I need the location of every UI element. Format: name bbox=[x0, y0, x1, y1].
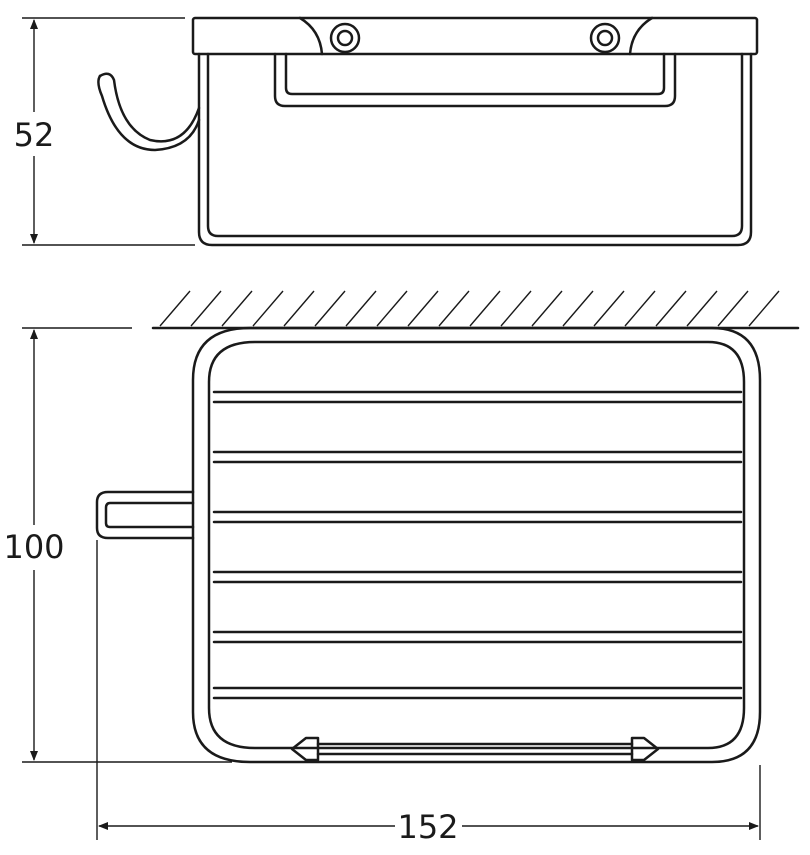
hatch-line bbox=[717, 290, 749, 327]
mounting-plate bbox=[191, 16, 759, 56]
hatch-line bbox=[376, 290, 408, 327]
plate-cutout-right bbox=[628, 16, 654, 56]
hook-top bbox=[95, 490, 195, 540]
screw-icon bbox=[589, 22, 621, 54]
dimension-height-label: 52 bbox=[14, 116, 55, 154]
plate-cutout-left bbox=[298, 16, 324, 56]
hatch-line bbox=[593, 290, 625, 327]
hatch-line bbox=[469, 290, 501, 327]
side-view bbox=[97, 16, 759, 247]
hook-top-inner bbox=[104, 501, 195, 529]
hatch-line bbox=[655, 290, 687, 327]
hook bbox=[98, 72, 201, 143]
inner-frame-inner bbox=[284, 52, 666, 96]
screw-icon bbox=[329, 22, 361, 54]
hatch-line bbox=[500, 290, 532, 327]
frame-outer bbox=[191, 326, 762, 764]
frame-inner bbox=[207, 340, 746, 750]
slats bbox=[212, 390, 743, 700]
hatch-line bbox=[283, 290, 315, 327]
top-view bbox=[95, 290, 800, 764]
dimension-width: 152 bbox=[96, 540, 761, 846]
hatch-line bbox=[686, 290, 718, 327]
dimension-height: 52 bbox=[14, 17, 195, 246]
basket-body-inner bbox=[206, 52, 744, 238]
hatch-line bbox=[190, 290, 222, 327]
dimension-width-label: 152 bbox=[397, 808, 458, 846]
hatch-line bbox=[314, 290, 346, 327]
hatch-line bbox=[221, 290, 253, 327]
end-cap-right bbox=[630, 736, 660, 762]
basket-body bbox=[197, 52, 753, 247]
hatch-line bbox=[531, 290, 563, 327]
hatch-line bbox=[345, 290, 377, 327]
hatch-line bbox=[252, 290, 284, 327]
wall-hatch bbox=[159, 290, 780, 327]
dimension-depth-label: 100 bbox=[3, 528, 64, 566]
hatch-line bbox=[438, 290, 470, 327]
hatch-line bbox=[562, 290, 594, 327]
end-cap-left bbox=[290, 736, 320, 762]
hatch-line bbox=[159, 290, 191, 327]
hook-inner bbox=[97, 74, 201, 152]
hatch-line bbox=[624, 290, 656, 327]
hatch-line bbox=[748, 290, 780, 327]
inner-frame bbox=[273, 52, 677, 108]
hatch-line bbox=[407, 290, 439, 327]
dimension-depth: 100 bbox=[3, 327, 232, 763]
